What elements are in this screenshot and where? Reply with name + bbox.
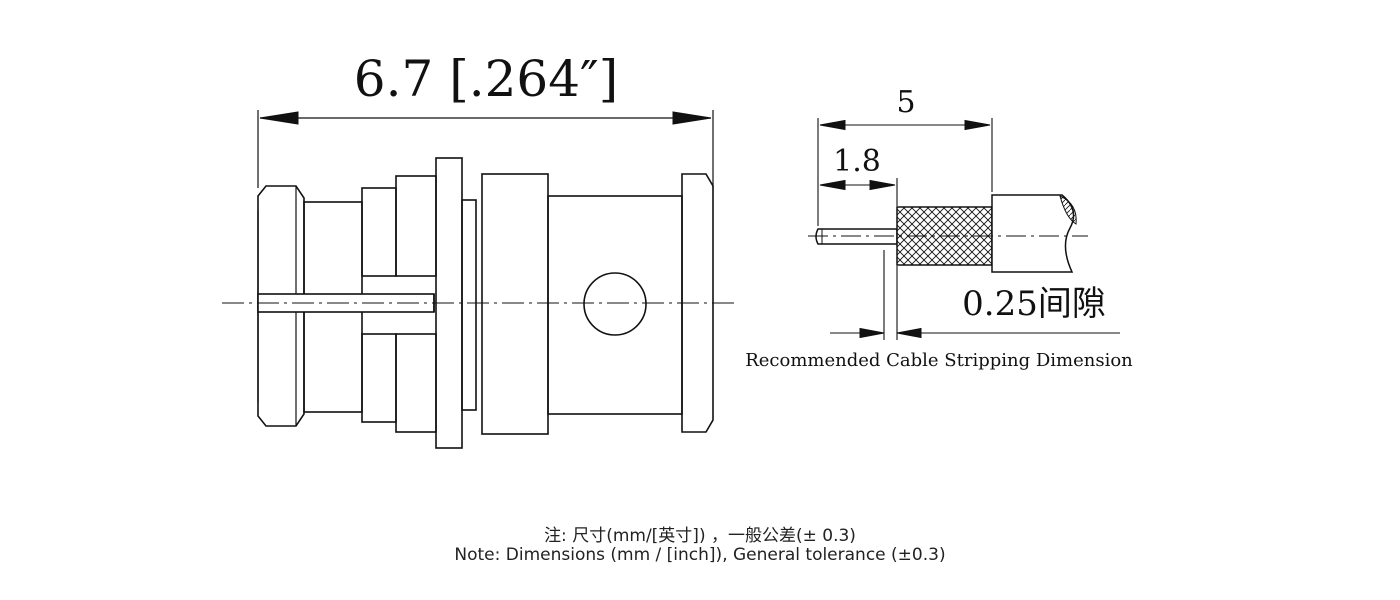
stripping-caption: Recommended Cable Stripping Dimension [745,350,1133,371]
pin-dimension-line [819,179,896,191]
strip-dimension-label: 5 [896,85,915,120]
length-dimension-line [259,111,712,125]
strip-dimension-line [819,119,991,131]
note-chinese: 注: 尺寸(mm/[英寸]) ，一般公差(± 0.3) [544,526,856,546]
length-dimension-label: 6.7 [.264″] [354,50,618,108]
pin-dimension-label: 1.8 [833,144,881,179]
gap-dimension-label: 0.25间隙 [962,284,1106,324]
connector-drawing [257,110,714,449]
gap-dimension-line [830,327,1120,339]
note-english: Note: Dimensions (mm / [inch]), General … [454,545,946,565]
